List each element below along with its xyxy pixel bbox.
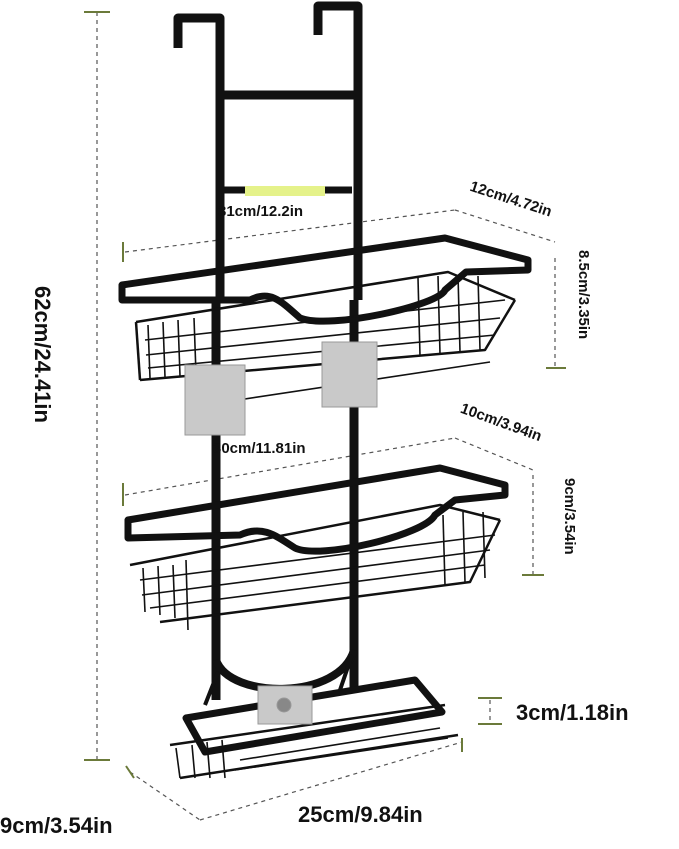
- top-tag: [245, 186, 325, 196]
- top-shelf-height-label: 8.5cm/3.35in: [575, 250, 592, 340]
- middle-shelf-width-label: 30cm/11.81in: [213, 440, 306, 457]
- total-height-label: 62cm/24.41in: [30, 286, 55, 423]
- top-shelf: [118, 234, 532, 406]
- bottom-basket: [169, 654, 459, 780]
- middle-shelf: [124, 464, 509, 631]
- bottom-basket-width-label: 25cm/9.84in: [298, 802, 423, 827]
- top-shelf-width-label: 31cm/12.2in: [218, 203, 304, 220]
- suction-pads: [184, 341, 378, 725]
- dimension-end-ticks: [84, 11, 566, 779]
- bottom-basket-height-label: 3cm/1.18in: [516, 700, 629, 725]
- middle-shelf-height-label: 9cm/3.54in: [561, 478, 578, 555]
- bottom-basket-depth-label: 9cm/3.54in: [0, 813, 113, 838]
- dimension-lines: [96, 12, 556, 821]
